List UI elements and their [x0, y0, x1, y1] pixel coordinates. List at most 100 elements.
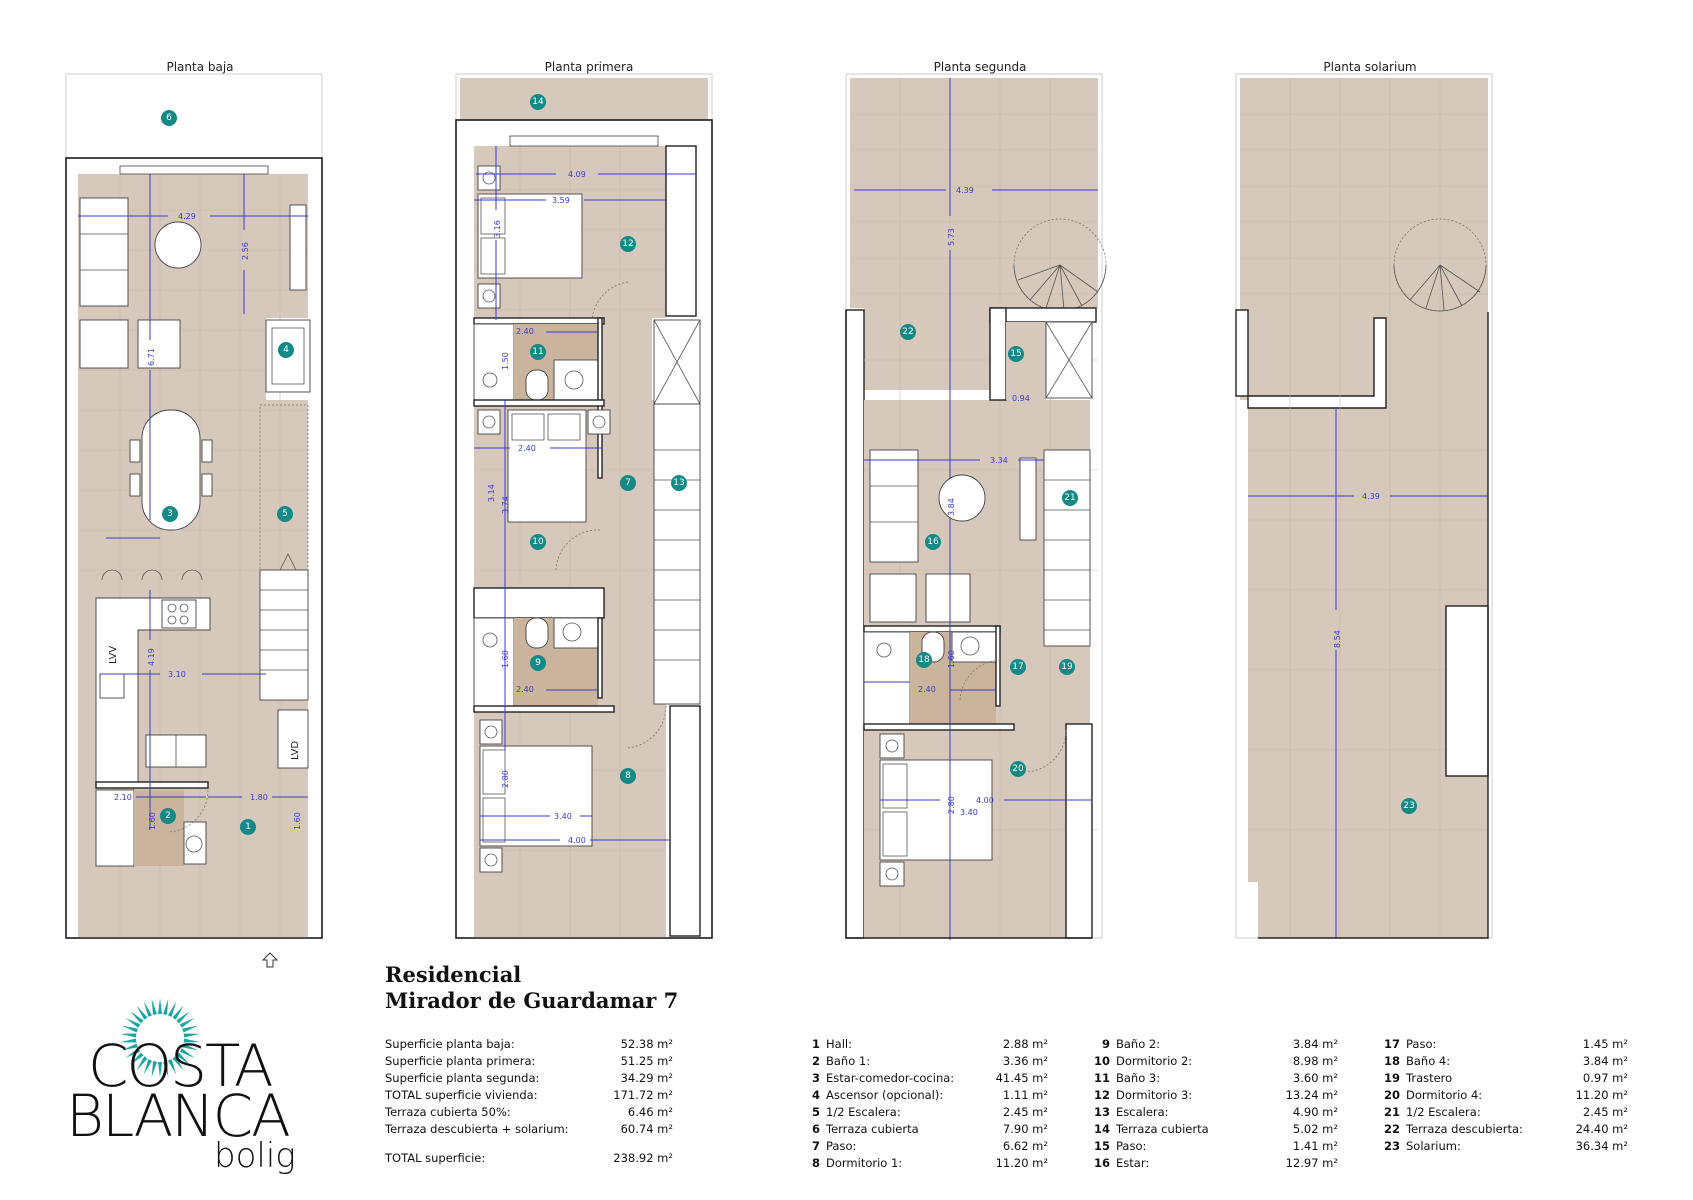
room-badge-18: 18: [916, 652, 932, 668]
svg-text:3.14: 3.14: [487, 484, 496, 502]
svg-text:4: 4: [283, 345, 289, 355]
summary-row: Superficie planta baja:52.38 m²: [385, 1037, 673, 1051]
svg-text:2.80: 2.80: [501, 770, 510, 788]
project-title: Residencial Mirador de Guardamar 7: [385, 962, 678, 1014]
svg-text:4.00: 4.00: [976, 796, 994, 805]
bed-dormitorio-4: [879, 759, 993, 861]
room-badge-9: 9: [530, 655, 546, 671]
floorplan-planta-primera: 4.09 3.59 3.16 2.40 1.50 2.40 3.14 3.74 …: [455, 73, 713, 939]
svg-text:6.71: 6.71: [147, 348, 156, 366]
room-badge-3: 3: [162, 506, 178, 522]
svg-text:12: 12: [622, 239, 633, 249]
room-badge-11: 11: [530, 344, 546, 360]
logo-line-costa: COSTA: [88, 1032, 274, 1100]
svg-text:14: 14: [532, 97, 544, 107]
svg-text:19: 19: [1061, 662, 1073, 672]
room-badge-21: 21: [1062, 490, 1078, 506]
summary-row: Superficie planta segunda:34.29 m²: [385, 1071, 673, 1085]
svg-text:13: 13: [673, 478, 684, 488]
terrace-22: [850, 78, 1098, 308]
dimensions-segunda: 4.39 5.73 0.94 3.34 3.84 1.60 2.40 2.80 …: [854, 78, 1098, 940]
summary-row: Terraza descubierta + solarium:60.74 m²: [385, 1122, 673, 1136]
summary-row: TOTAL superficie vivienda:171.72 m²: [385, 1088, 673, 1102]
room-badge-8: 8: [620, 768, 636, 784]
summary-total-row: TOTAL superficie:238.92 m²: [385, 1151, 673, 1165]
plan-title-solarium: Planta solarium: [1323, 60, 1417, 74]
project-title-line1: Residencial: [385, 962, 522, 987]
room-badge-1: 1: [240, 819, 256, 835]
sofa: [869, 449, 919, 563]
room-badge-13: 13: [671, 475, 687, 491]
appliance-lvd: LVD: [290, 741, 301, 760]
svg-text:4.19: 4.19: [147, 648, 156, 666]
surface-summary: Superficie planta baja:52.38 m² Superfic…: [385, 1036, 673, 1167]
svg-text:4.39: 4.39: [956, 186, 974, 195]
bed-dormitorio-2: [507, 409, 587, 523]
svg-text:0.94: 0.94: [1012, 394, 1030, 403]
svg-text:1: 1: [245, 822, 251, 832]
svg-text:2: 2: [165, 811, 171, 821]
svg-text:2.56: 2.56: [241, 242, 250, 260]
svg-text:8.54: 8.54: [1333, 630, 1342, 648]
svg-text:3.40: 3.40: [960, 808, 978, 817]
room-badge-5: 5: [277, 506, 293, 522]
svg-text:2.10: 2.10: [114, 793, 132, 802]
svg-text:3.40: 3.40: [554, 812, 572, 821]
svg-text:4.09: 4.09: [568, 170, 586, 179]
room-badge-23: 23: [1401, 798, 1417, 814]
svg-text:5.73: 5.73: [947, 228, 956, 246]
plan-title-baja: Planta baja: [166, 60, 234, 74]
svg-text:2.40: 2.40: [918, 685, 936, 694]
floorplan-planta-segunda: 4.39 5.73 0.94 3.34 3.84 1.60 2.40 2.80 …: [845, 73, 1107, 940]
room-badge-17: 17: [1010, 659, 1026, 675]
svg-text:3.16: 3.16: [493, 220, 502, 238]
room-badge-10: 10: [530, 534, 546, 550]
svg-text:1.60: 1.60: [501, 650, 510, 668]
room-badge-2: 2: [160, 808, 176, 824]
appliance-lvv: LVV: [108, 646, 119, 664]
svg-text:1.60: 1.60: [947, 650, 956, 668]
dimensions-solarium: 4.39 8.54: [1248, 408, 1488, 938]
svg-text:15: 15: [1010, 349, 1021, 359]
floorplan-planta-solarium: 4.39 8.54 23: [1235, 73, 1493, 939]
dimensions-baja: 4.29 2.56 6.71 4.19 3.10 2.10 1.80 1.60 …: [78, 174, 308, 830]
spiral-staircase: [1393, 218, 1487, 312]
room-badge-7: 7: [620, 475, 636, 491]
svg-text:3: 3: [167, 509, 173, 519]
svg-text:20: 20: [1012, 764, 1024, 774]
summary-row: Terraza cubierta 50%:6.46 m²: [385, 1105, 673, 1119]
room-badge-20: 20: [1010, 761, 1026, 777]
tv-unit: [289, 204, 307, 291]
svg-text:9: 9: [535, 658, 541, 668]
floorplan-planta-baja: LVV LVD 4.29 2.56 6.71 4.19 3.10 2.10 1.…: [65, 73, 323, 939]
summary-row: Superficie planta primera:51.25 m²: [385, 1054, 673, 1068]
svg-text:17: 17: [1012, 662, 1023, 672]
svg-text:3.59: 3.59: [552, 196, 570, 205]
room-badge-16: 16: [925, 534, 941, 550]
svg-text:4.00: 4.00: [568, 836, 586, 845]
plan-title-segunda: Planta segunda: [933, 60, 1027, 74]
svg-text:6: 6: [166, 113, 172, 123]
svg-text:5: 5: [282, 509, 288, 519]
svg-text:8: 8: [625, 771, 631, 781]
staircase: [259, 404, 309, 701]
room-badge-6: 6: [161, 110, 177, 126]
coffee-table: [154, 221, 202, 269]
svg-text:23: 23: [1403, 801, 1414, 811]
